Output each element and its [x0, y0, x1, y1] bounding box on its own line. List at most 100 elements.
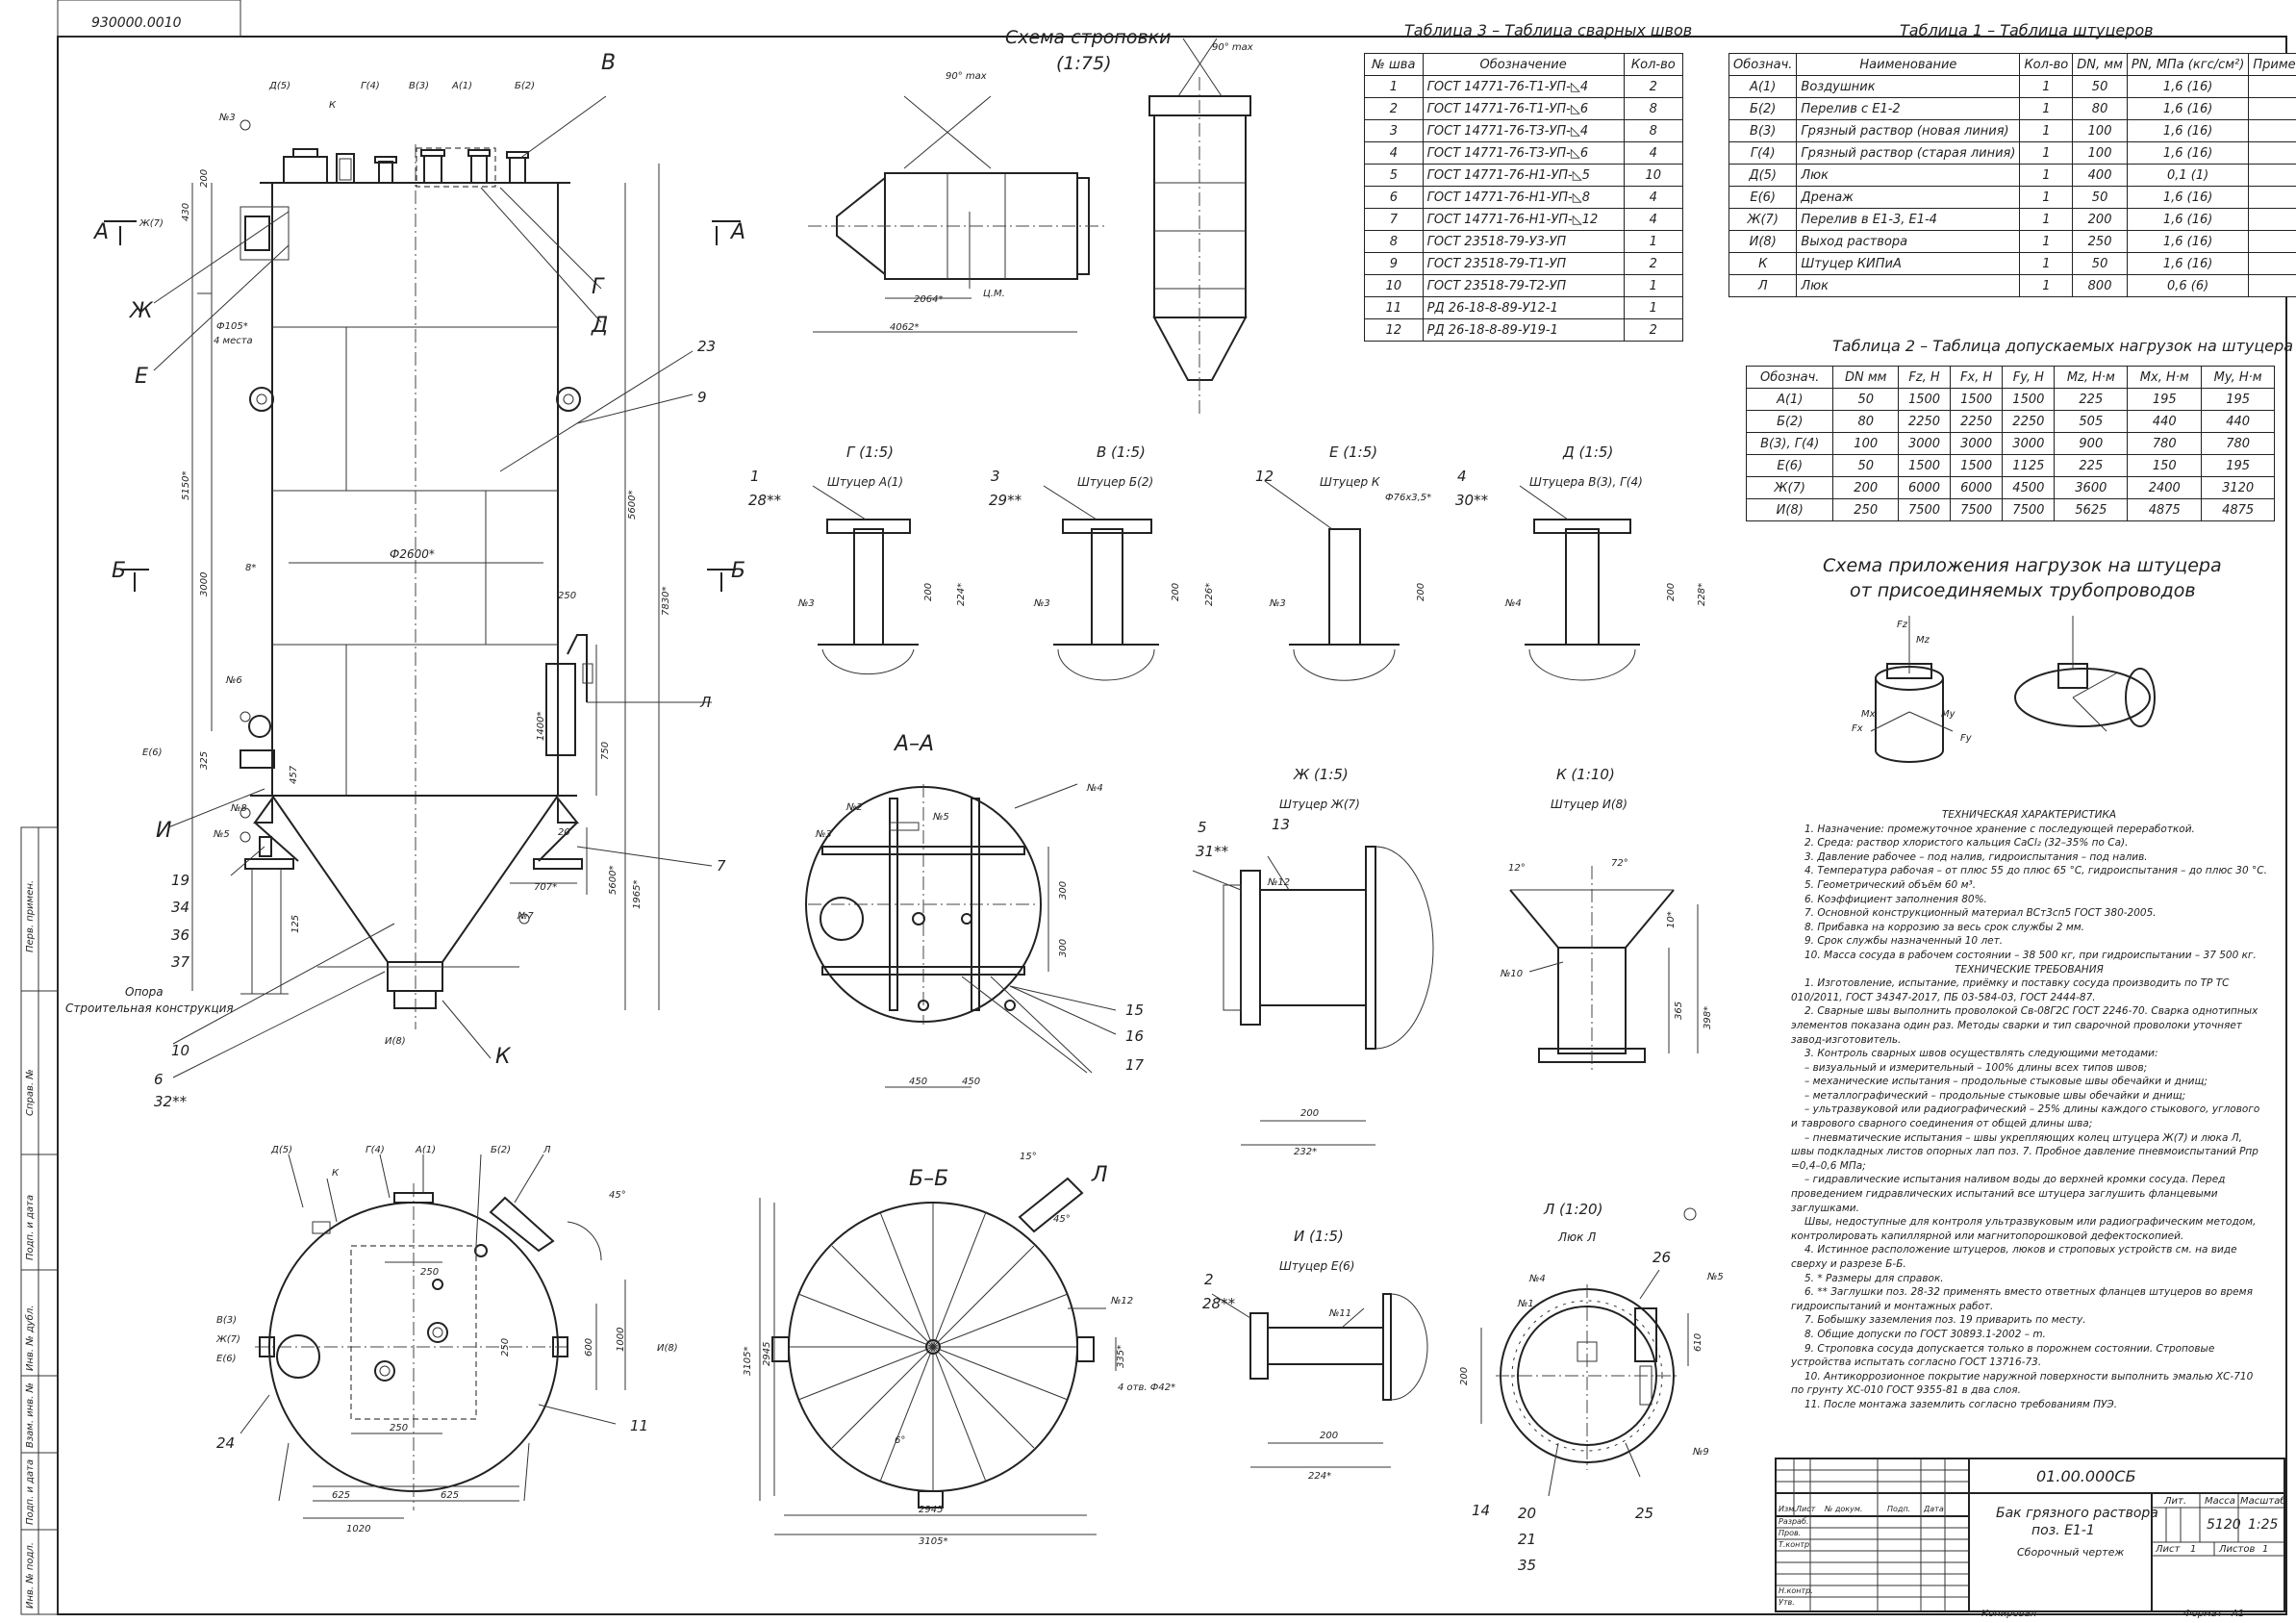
loads-mz: Mz	[1916, 635, 1930, 646]
detail-k-d398: 398*	[1703, 1006, 1713, 1029]
stamp-role-tkontr: Т.контр.	[1779, 1540, 1812, 1549]
loads-title2: от присоединяемых трубопроводов	[1850, 580, 2196, 601]
table-cell: 100	[2072, 141, 2128, 165]
req-note: 4. Истинное расположение штуцеров, люков…	[1791, 1244, 2237, 1270]
stamp-sheet: Лист	[2156, 1544, 2181, 1555]
table-cell: 2250	[2002, 410, 2056, 433]
req-note: 6. ** Заглушки поз. 28-32 применять вмес…	[1791, 1286, 2253, 1312]
detail-k	[1509, 866, 1699, 1073]
table-cell: 1	[1364, 75, 1424, 98]
detail-g-sub: Штуцер А(1)	[827, 475, 903, 489]
plan-pos-11: 11	[630, 1417, 648, 1434]
table-cell: 8	[1623, 119, 1684, 142]
req-note: 3. Контроль сварных швов осуществлять сл…	[1804, 1048, 2158, 1060]
detail-zh-weld: 31**	[1196, 843, 1229, 860]
tech-note: 1. Назначение: промежуточное хранение с …	[1804, 823, 2195, 835]
table-cell: РД 26-18-8-89-У19-1	[1422, 318, 1625, 342]
table-cell: 505	[2054, 410, 2129, 433]
table-cell: 780	[2127, 432, 2203, 455]
detail-k-angle: 72°	[1611, 858, 1628, 869]
sling-title: Схема строповки	[1005, 27, 1171, 48]
section-aa-d300a: 300	[1058, 881, 1069, 900]
section-aa-d450a: 450	[909, 1077, 927, 1087]
table-cell: 1500	[1897, 388, 1952, 411]
section-aa-title: А–А	[893, 732, 934, 756]
table-cell: Воздушник	[1796, 75, 2021, 98]
stamp-col-doc: № докум.	[1825, 1505, 1863, 1513]
sling-scale: (1:75)	[1056, 53, 1112, 74]
req-note: – визуальный и измерительный – 100% длин…	[1804, 1061, 2148, 1074]
stamp-role-prov: Пров.	[1779, 1529, 1802, 1537]
table-cell: 100	[2072, 119, 2128, 142]
table-cell: Д(5)	[1728, 164, 1798, 187]
section-aa-d300b: 300	[1058, 939, 1069, 957]
main-label-v: В	[601, 51, 616, 75]
title-block-grid	[1777, 1459, 2283, 1610]
main-d1965: 1965*	[632, 880, 643, 909]
req-note: 7. Бобышку заземления поз. 19 приварить …	[1804, 1314, 2086, 1327]
main-label-d: Д	[591, 314, 608, 338]
plan-d1020: 1020	[346, 1524, 370, 1534]
table-cell: Л	[1728, 274, 1798, 297]
main-view	[104, 95, 741, 1078]
side-sprav: Справ. №	[25, 1069, 36, 1116]
plan-d250b: 250	[500, 1338, 511, 1357]
section-aa-p15: 15	[1125, 1002, 1144, 1019]
detail-k-sub: Штуцер И(8)	[1551, 798, 1627, 811]
table-cell	[2248, 252, 2296, 275]
detail-l-d610: 610	[1693, 1333, 1703, 1352]
main-pos-10: 10	[171, 1042, 189, 1059]
table-cell: Обознач.	[1728, 53, 1798, 76]
table1-title: Таблица 1 – Таблица штуцеров	[1900, 21, 2154, 39]
table-cell	[2248, 141, 2296, 165]
req-title: ТЕХНИЧЕСКИЕ ТРЕБОВАНИЯ	[1955, 963, 2104, 976]
main-d105: Ф105*	[216, 321, 248, 332]
main-d2600: Ф2600*	[390, 547, 435, 561]
main-d4mesta: 4 места	[214, 336, 253, 346]
table-cell	[2248, 208, 2296, 231]
table-cell: 2	[1623, 252, 1684, 275]
main-d8: 8*	[245, 563, 256, 573]
req-note: 1. Изготовление, испытание, приёмку и по…	[1791, 977, 2230, 1003]
req-note: 10. Антикоррозионное покрытие наружной п…	[1791, 1370, 2254, 1397]
table-cell: ГОСТ 23518-79-Т1-УП	[1422, 252, 1625, 275]
stamp-lit: Лит.	[2164, 1496, 2187, 1507]
main-nozzle-zh: Ж(7)	[139, 218, 164, 229]
detail-l-d200: 200	[1459, 1367, 1470, 1385]
main-d457: 457	[289, 765, 299, 784]
main-pos-19: 19	[171, 872, 189, 889]
table-cell: И(8)	[1728, 230, 1798, 253]
plan-view	[240, 1154, 626, 1519]
table-cell: Г(4)	[1728, 141, 1798, 165]
stamp-col-podp: Подп.	[1887, 1505, 1911, 1513]
nozzle-details	[812, 480, 1640, 681]
detail-d-pos: 4	[1457, 468, 1467, 485]
detail-zh-d232: 232*	[1294, 1147, 1317, 1157]
table-cell: РД 26-18-8-89-У12-1	[1422, 296, 1625, 319]
loads-fy: Fy	[1960, 733, 1973, 744]
table-cell: 1,6 (16)	[2126, 252, 2250, 275]
table-cell: ГОСТ 14771-76-Т3-УП-◺4	[1422, 119, 1625, 142]
section-aa-no4: №4	[1086, 783, 1103, 794]
table-cell	[2248, 274, 2296, 297]
detail-d-no: №4	[1504, 598, 1522, 609]
section-bb-d2945: 2945	[762, 1342, 772, 1366]
detail-e-no: №3	[1269, 598, 1286, 609]
table-cell: 12	[1364, 318, 1424, 342]
detail-v-h: 200	[1171, 583, 1181, 601]
table-cell: 4	[1623, 141, 1684, 165]
detail-zh-p13: 13	[1272, 816, 1290, 833]
table-cell: PN, МПа (кгс/см²)	[2126, 53, 2250, 76]
section-aa-p17: 17	[1125, 1056, 1145, 1074]
plan-label-3: А(1)	[415, 1145, 436, 1155]
detail-l-no4: №4	[1528, 1274, 1546, 1284]
